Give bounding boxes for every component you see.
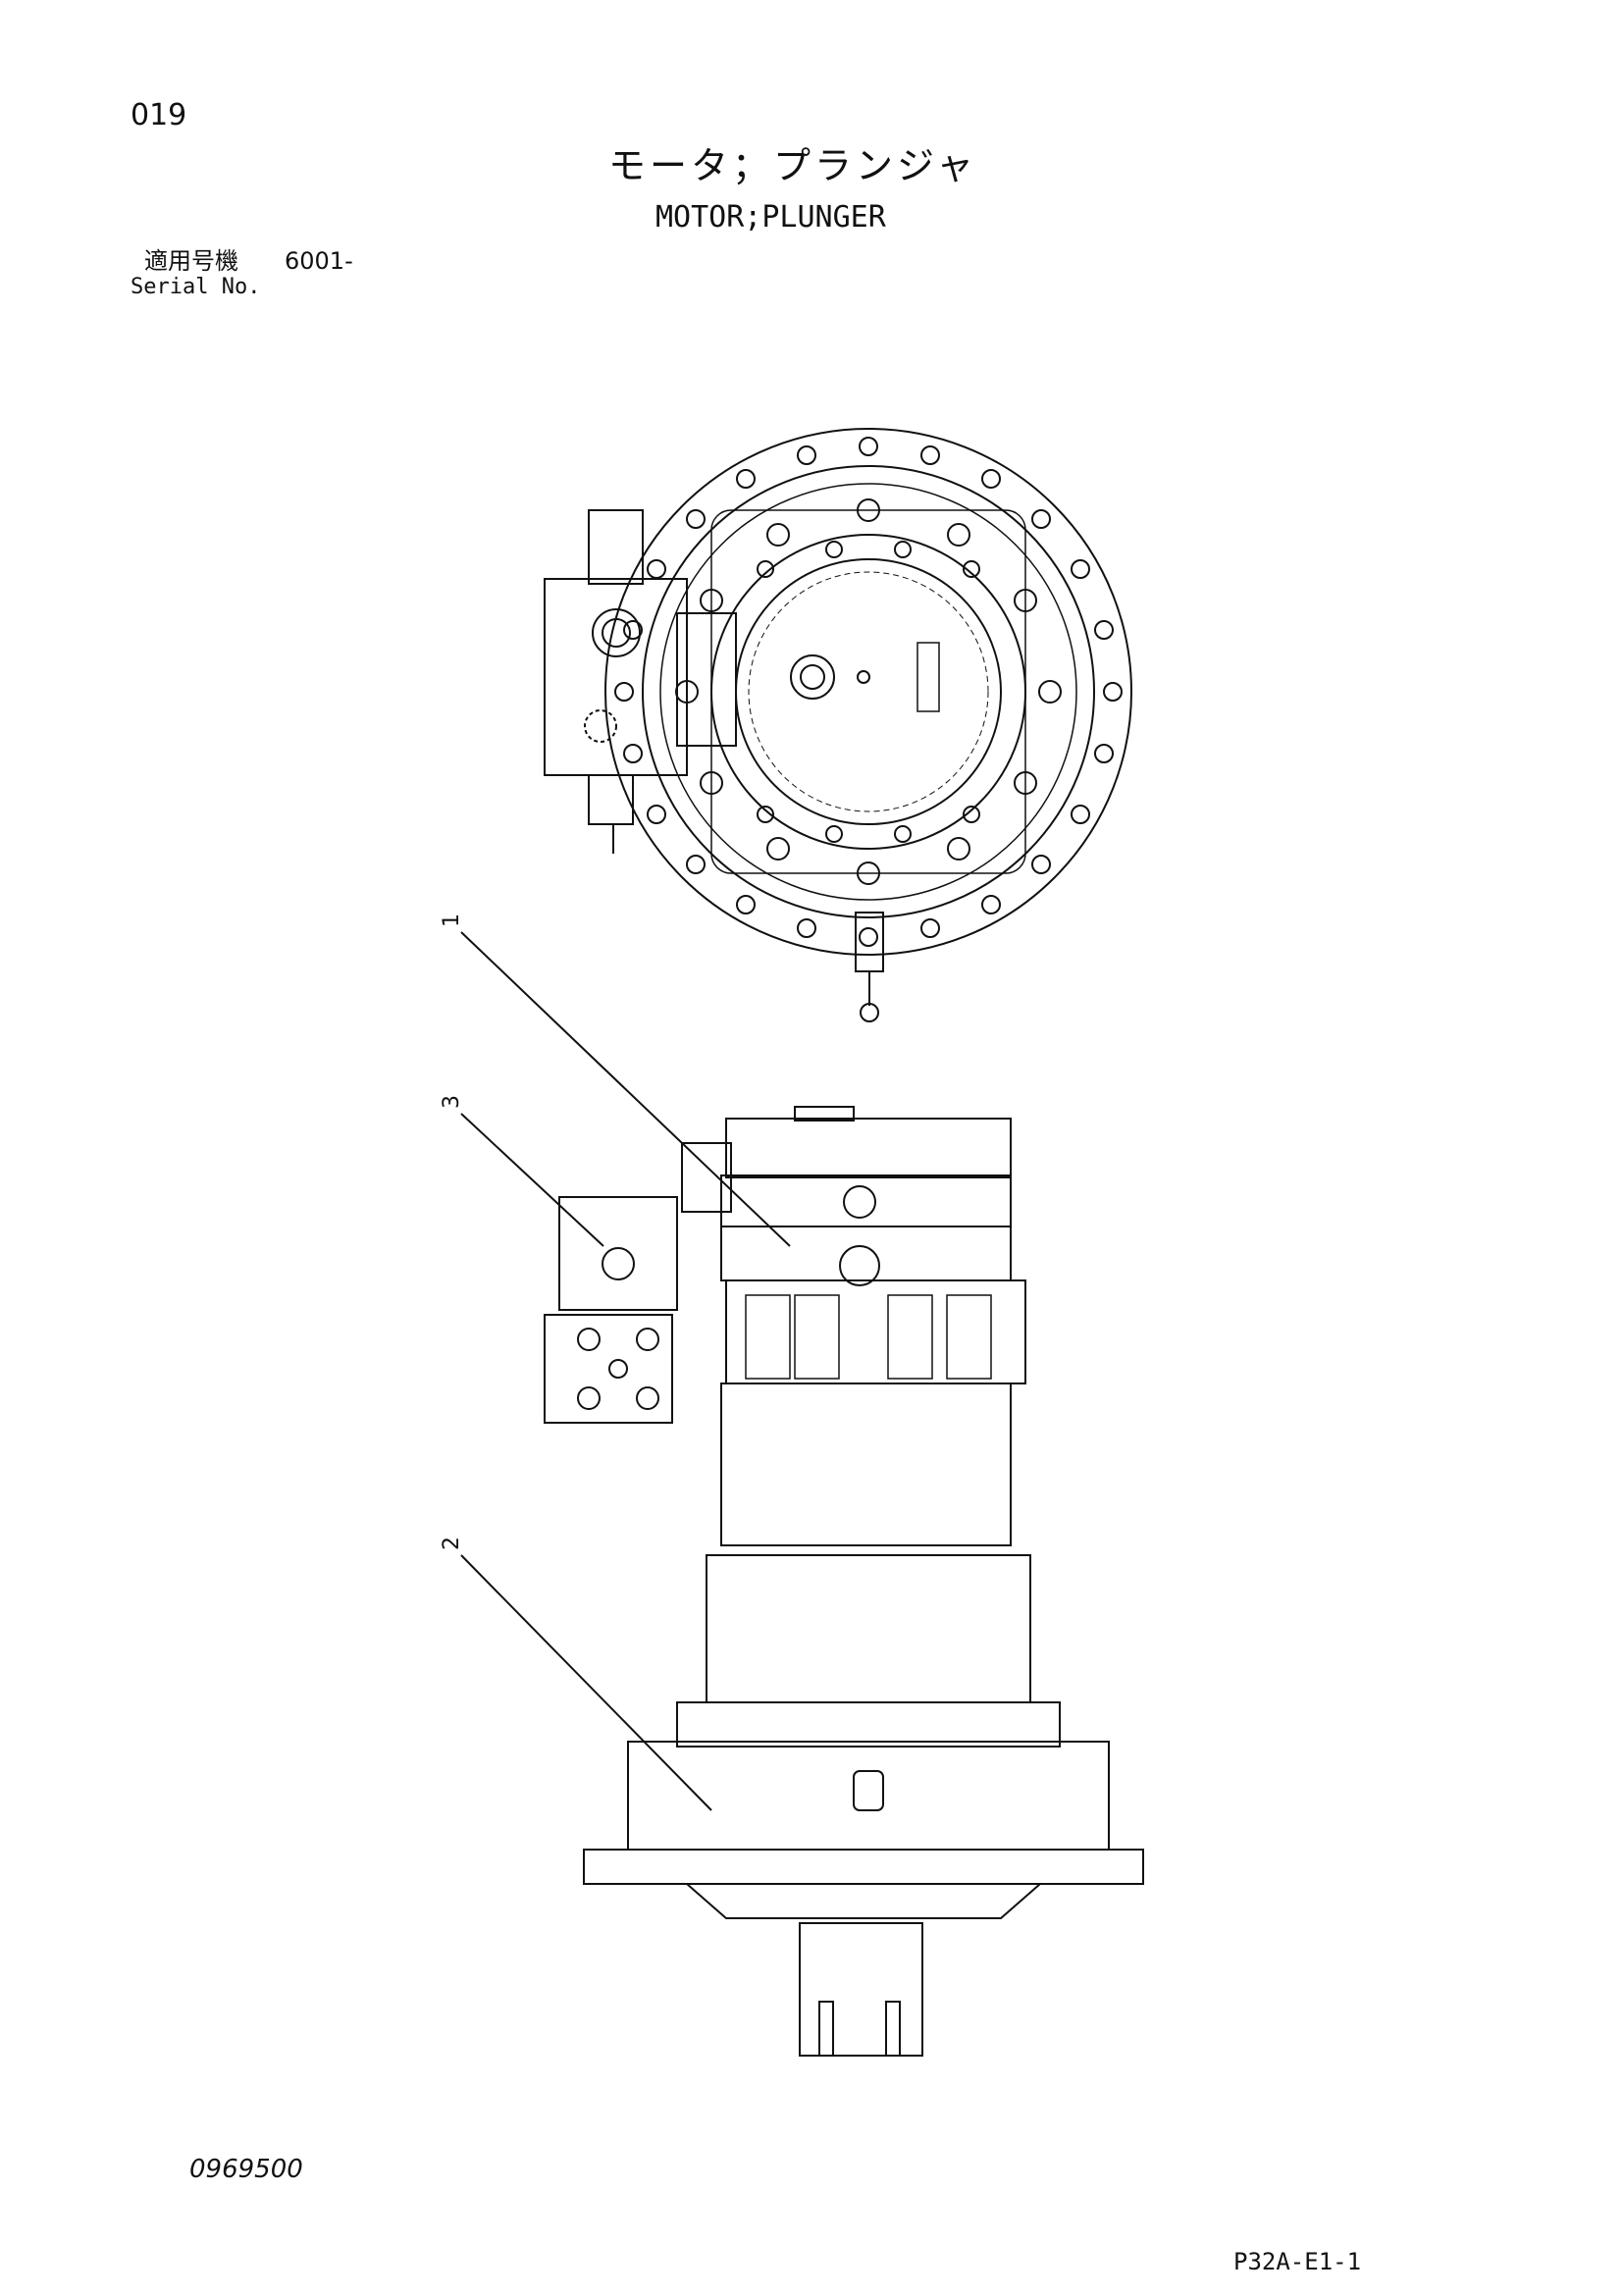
callout-2: 2	[440, 1537, 464, 1550]
callout-3: 3	[440, 1095, 464, 1109]
callout-leaders	[460, 931, 791, 1811]
page-title-japanese: モータ；プランジャ	[608, 144, 978, 187]
callout-labels: 1 3 2	[440, 913, 464, 1550]
page-code: P32A-E1-1	[1233, 2248, 1362, 2275]
serial-range: 6001-	[285, 247, 353, 275]
serial-label-japanese: 適用号機	[144, 247, 238, 275]
serial-label-english: Serial No.	[131, 275, 261, 299]
motor-top-view	[544, 428, 1132, 1022]
document-number: 0969500	[189, 2155, 303, 2184]
page-number: 019	[131, 98, 187, 132]
callout-1: 1	[440, 913, 464, 927]
page-title-english: MOTOR;PLUNGER	[655, 200, 886, 235]
motor-side-view	[544, 1106, 1144, 2057]
